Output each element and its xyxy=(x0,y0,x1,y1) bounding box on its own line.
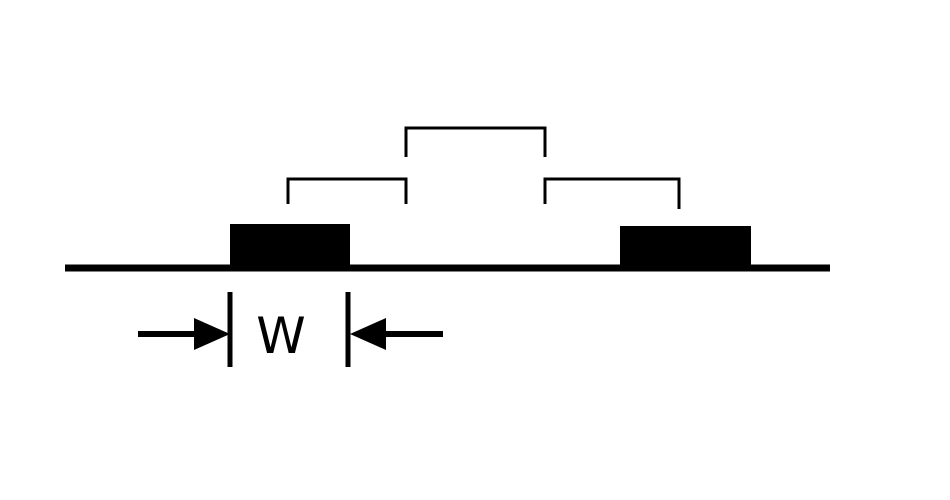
width-arrow-right xyxy=(350,318,443,350)
left-block xyxy=(230,224,350,268)
left-bracket xyxy=(286,177,408,204)
right-block xyxy=(620,226,751,268)
top-bracket xyxy=(404,126,547,157)
right-bracket xyxy=(543,177,681,209)
width-arrow-left xyxy=(138,318,230,350)
width-label: W xyxy=(256,307,305,365)
